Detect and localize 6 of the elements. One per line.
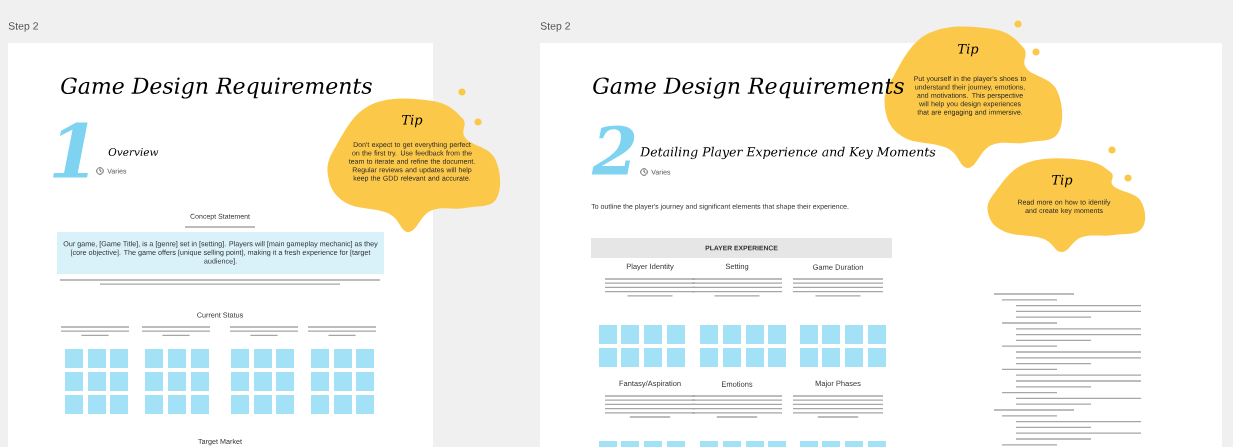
step-heading: Overview <box>108 148 159 156</box>
step-heading: Detailing Player Experience and Key Moments <box>640 146 936 160</box>
step-number: 2 <box>591 125 635 175</box>
page-title: Game Design Requirements <box>61 77 372 99</box>
section-label: Step 2 <box>8 22 38 32</box>
section-label: Step 2 <box>540 22 570 32</box>
